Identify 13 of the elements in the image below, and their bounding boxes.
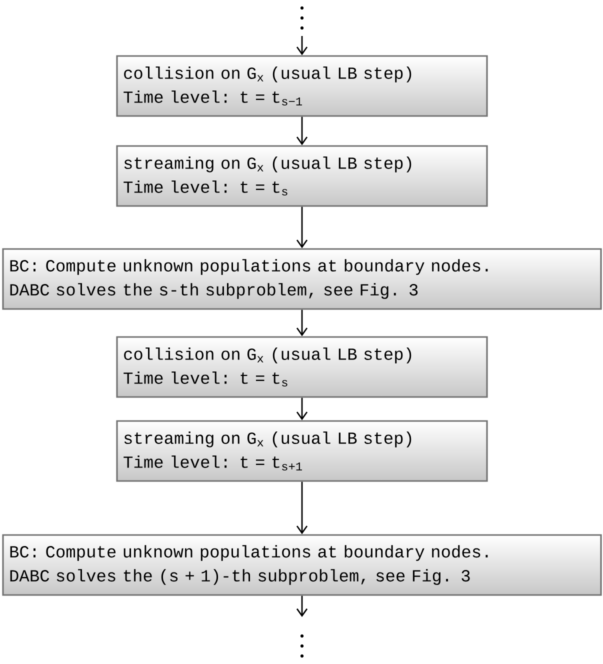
process-box: BC: Compute unknown populations at boundary nodes. DABC solves the s-th subproblem, see Fig. 3: [2, 248, 602, 310]
arrow: [296, 398, 308, 420]
process-box: streaming on G$_{x}$ (usual LB step) Time level: t = t$_{s+1}$: [116, 420, 488, 482]
arrow: [296, 116, 308, 146]
process-box: collision on G$_{x}$ (usual LB step) Time level: t = t$_{s−1}$: [116, 55, 488, 117]
arrow: [296, 310, 308, 336]
arrow: [296, 482, 308, 534]
process-box: BC: Compute unknown populations at boundary nodes. DABC solves the (s + 1)-th subproblem, see Fig. 3: [2, 534, 602, 596]
process-box: streaming on G$_{x}$ (usual LB step) Time level: t = t$_{s}$: [116, 145, 488, 207]
arrow: [296, 36, 308, 56]
arrow: [296, 206, 308, 248]
process-box: collision on G$_{x}$ (usual LB step) Time level: t = t$_{s}$: [116, 336, 488, 398]
arrow: [296, 596, 308, 617]
